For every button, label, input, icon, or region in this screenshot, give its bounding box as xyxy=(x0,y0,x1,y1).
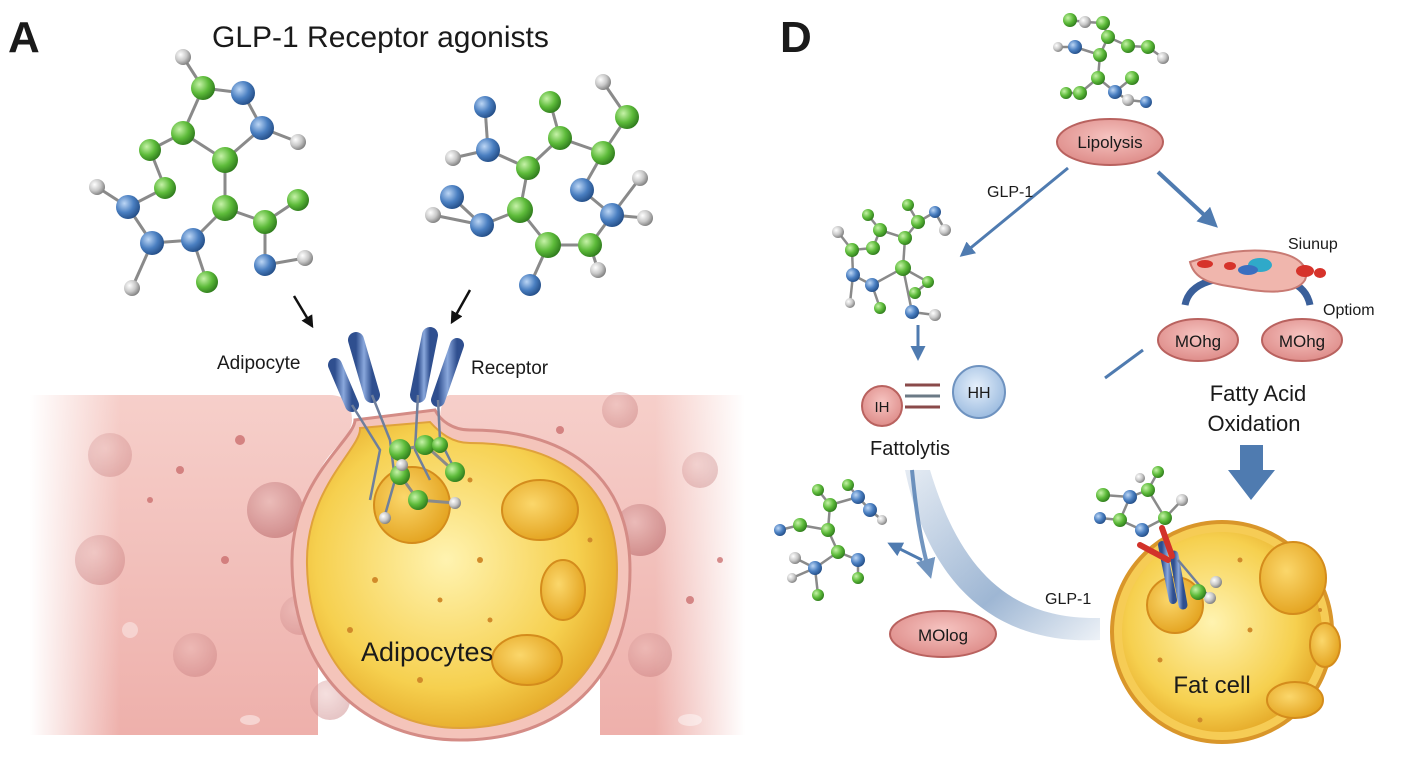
mohg-oval-1 xyxy=(1157,318,1239,362)
glp1-sweep-arrow xyxy=(905,470,1100,641)
vessel-signal xyxy=(1181,249,1326,307)
bound-molecule xyxy=(379,435,465,524)
panel-a: A GLP-1 Receptor agonists Adipocyte Rece… xyxy=(8,13,745,742)
arrow-oxidation-down xyxy=(1228,445,1275,500)
panel-d: D Lipolysis GLP-1 Siunup Optiom MOhg MOh… xyxy=(774,13,1375,744)
ih-label: IH xyxy=(875,399,890,416)
glp1-molecule-right xyxy=(432,81,646,286)
arrow-lipolysis-to-vessel xyxy=(1156,170,1218,228)
fattolytis-label: Fattolytis xyxy=(870,438,950,460)
label-receptor: Receptor xyxy=(471,358,549,379)
arrow-glp1-to-molecule xyxy=(959,166,1069,257)
label-adipocytes: Adipocytes xyxy=(361,637,493,667)
receptor-right xyxy=(410,327,464,481)
panel-a-title: GLP-1 Receptor agonists xyxy=(212,21,549,54)
molog-label: MOlog xyxy=(918,626,968,645)
adipocyte-cell xyxy=(290,408,632,742)
glp1-label-top: GLP-1 xyxy=(987,184,1033,201)
fat-cell xyxy=(1110,520,1341,744)
glp1-label-bottom: GLP-1 xyxy=(1045,591,1091,608)
lipolysis-oval xyxy=(1056,118,1164,166)
fatty-acid-label-line1: Fatty Acid xyxy=(1210,381,1307,406)
arrow-to-bottom-molecule xyxy=(887,542,923,562)
fatty-acid-label-line2: Oxidation xyxy=(1208,411,1301,436)
molecule-mid xyxy=(837,204,947,317)
panel-d-letter: D xyxy=(780,13,812,62)
ih-node xyxy=(861,385,903,427)
agonist-arrow-left xyxy=(292,295,314,329)
line-mohg-connector xyxy=(1104,348,1144,380)
mohg-label-1: MOhg xyxy=(1175,332,1221,351)
molog-oval xyxy=(889,610,997,658)
agonist-arrow-right xyxy=(450,289,472,325)
mohg-oval-2 xyxy=(1261,318,1343,362)
siunup-label: Siunup xyxy=(1288,236,1338,253)
receptor-left xyxy=(328,332,397,516)
fat-cell-receptor xyxy=(1137,525,1222,610)
optiom-label: Optiom xyxy=(1323,302,1375,319)
hh-label: HH xyxy=(967,385,990,402)
arrow-fattolytis-down xyxy=(910,469,936,579)
label-adipocyte: Adipocyte xyxy=(217,353,300,374)
fat-cell-label: Fat cell xyxy=(1173,672,1250,699)
mohg-label-2: MOhg xyxy=(1279,332,1325,351)
hh-node xyxy=(952,365,1006,419)
panel-a-letter: A xyxy=(8,13,40,62)
lipolysis-label: Lipolysis xyxy=(1077,133,1142,152)
